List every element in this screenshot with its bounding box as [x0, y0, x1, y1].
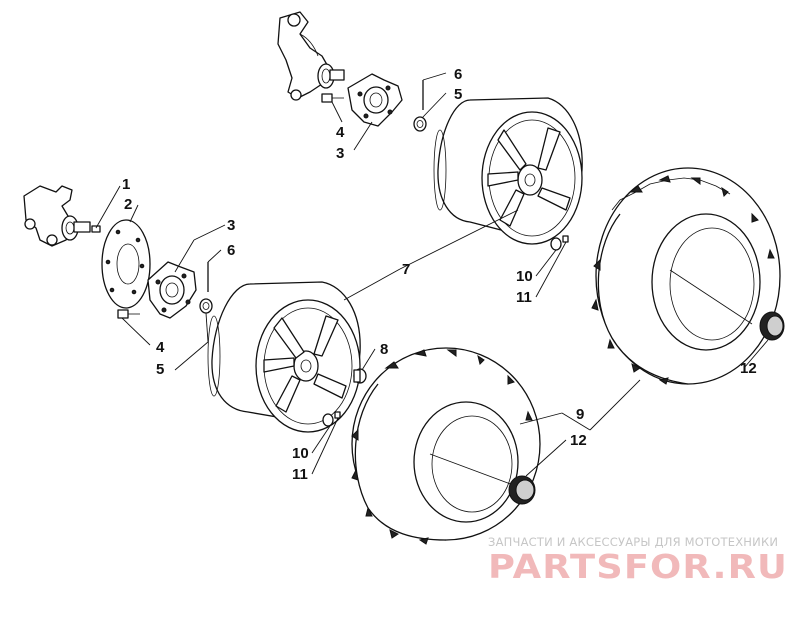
lower-tire — [351, 347, 541, 545]
upper-hub-nut — [413, 116, 427, 132]
upper-tire — [591, 167, 781, 385]
callout-3-lower: 3 — [227, 217, 235, 234]
callout-1: 1 — [122, 176, 130, 193]
callout-7: 7 — [402, 261, 410, 278]
callout-6-lower: 6 — [227, 242, 235, 259]
callout-12-upper: 12 — [740, 360, 757, 377]
leader-lines — [95, 72, 769, 477]
upper-hub-cap — [759, 311, 785, 341]
upper-steering-knuckle — [277, 11, 345, 101]
lower-valve-stem — [322, 411, 341, 427]
callout-12-lower: 12 — [570, 432, 587, 449]
callout-5-lower: 5 — [156, 361, 164, 378]
lower-lug-nut — [353, 368, 367, 384]
lower-wheel-hub — [147, 261, 197, 319]
lower-brake-disc-bolt — [91, 225, 101, 233]
callout-11-lower: 11 — [292, 466, 308, 483]
lower-wheel-stud-bolt — [117, 309, 140, 319]
lower-steering-knuckle — [23, 185, 91, 247]
callout-10-upper: 10 — [516, 268, 533, 285]
callout-4-upper: 4 — [336, 124, 345, 141]
watermark-caption: ЗАПЧАСТИ И АКСЕССУАРЫ ДЛЯ МОТОТЕХНИКИ — [488, 535, 778, 549]
lower-hub-cap — [508, 475, 536, 505]
callout-labels: 6 5 4 3 1 2 3 6 4 5 7 8 10 11 10 11 9 12… — [122, 66, 757, 483]
upper-wheel-stud-bolt — [321, 93, 344, 103]
callout-2: 2 — [124, 196, 132, 213]
watermark: ЗАПЧАСТИ И АКСЕССУАРЫ ДЛЯ МОТОТЕХНИКИ PA… — [488, 535, 788, 586]
callout-11-upper: 11 — [516, 289, 532, 306]
callout-6-upper: 6 — [454, 66, 462, 83]
lower-hub-nut — [199, 298, 213, 314]
callout-3-upper: 3 — [336, 145, 344, 162]
upper-wheel-rim — [433, 97, 583, 245]
upper-wheel-hub — [347, 73, 403, 127]
lower-wheel-rim — [207, 281, 361, 433]
callout-10-lower: 10 — [292, 445, 309, 462]
callout-4-lower: 4 — [156, 339, 165, 356]
callout-8: 8 — [380, 341, 388, 358]
callout-9: 9 — [576, 406, 584, 423]
watermark-brand: PARTSFOR.RU — [488, 547, 788, 586]
lower-brake-disc — [101, 219, 151, 309]
callout-5-upper: 5 — [454, 86, 462, 103]
